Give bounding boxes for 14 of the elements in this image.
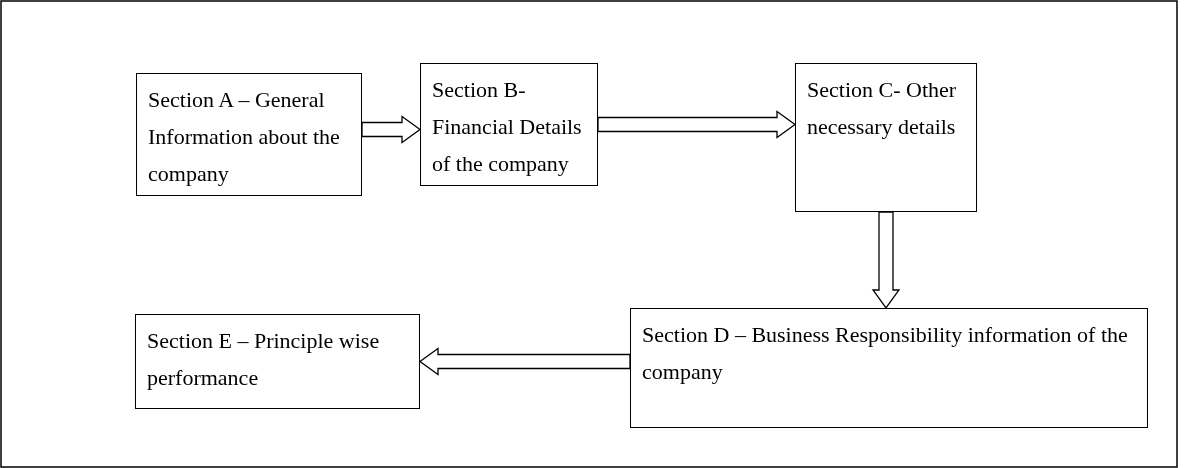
section-box	[795, 63, 977, 212]
section-title: Section D – Business Responsibility information of the company	[642, 321, 1129, 386]
section-box	[136, 73, 362, 196]
section-title: Section E – Principle wise performance	[147, 327, 381, 392]
arrow	[361, 115, 422, 144]
section-box	[135, 314, 420, 409]
section-box	[420, 63, 598, 186]
section-title: Section B- Financial Details of the company	[432, 76, 583, 178]
arrow	[597, 110, 797, 139]
arrow	[418, 347, 631, 376]
section-box	[630, 308, 1148, 428]
section-title: Section A – General Information about the company	[148, 86, 341, 188]
arrow	[871, 211, 901, 310]
section-title: Section C- Other necessary details	[807, 76, 958, 141]
